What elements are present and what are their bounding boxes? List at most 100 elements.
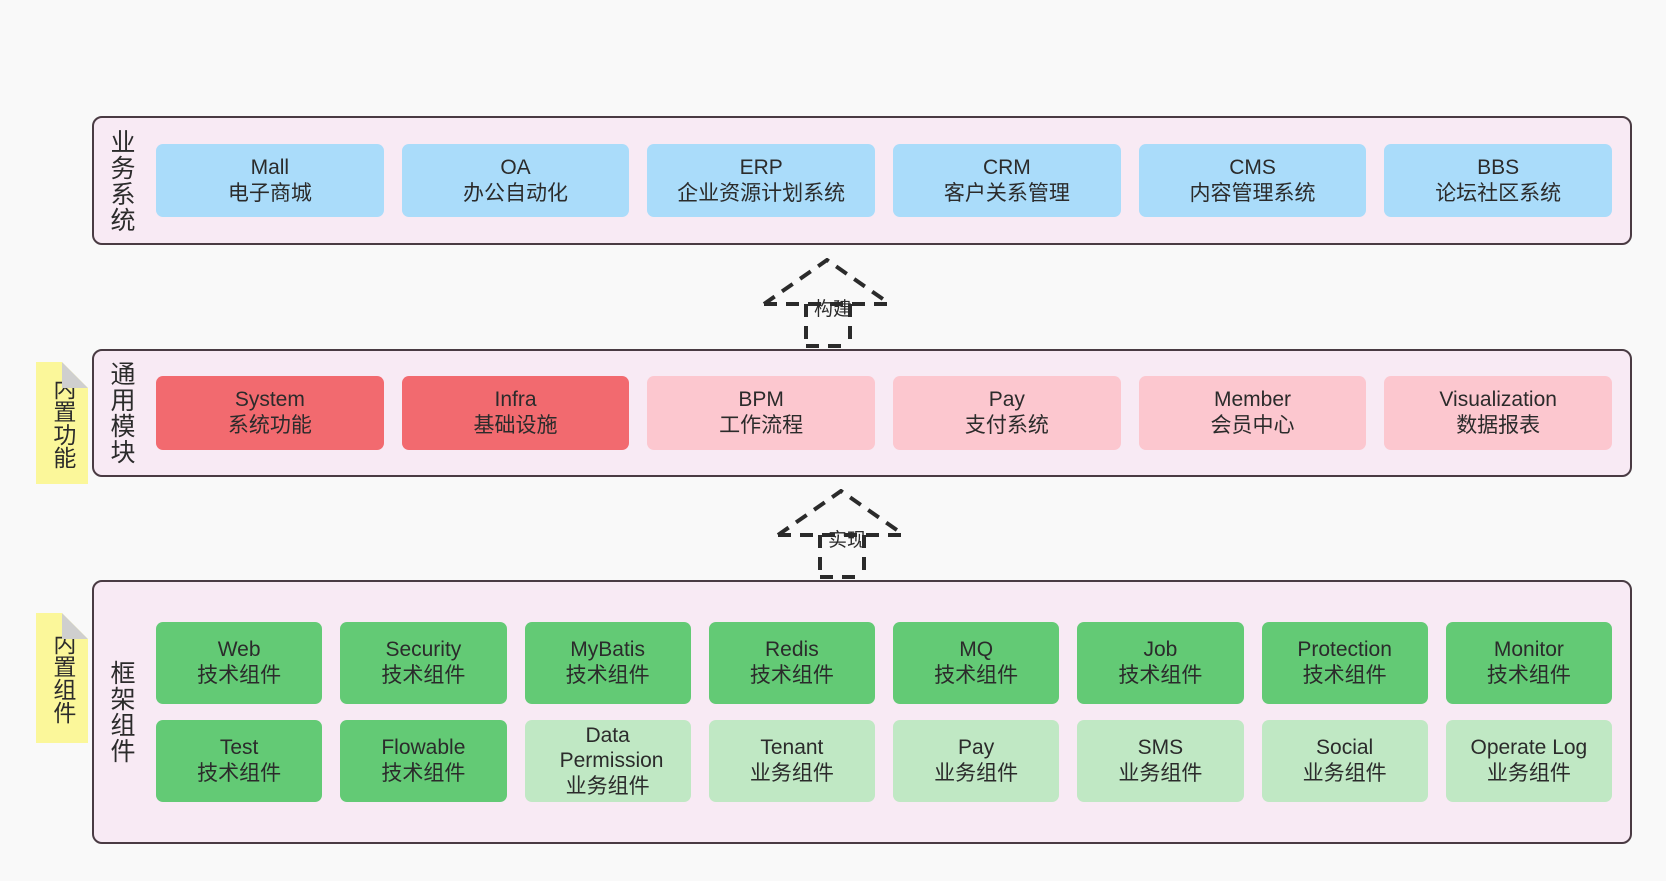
cell-operate-log[interactable]: Operate Log 业务组件: [1445, 720, 1612, 802]
cell-protection[interactable]: Protection 技术组件: [1261, 622, 1428, 704]
layer-body-framework-component: Web 技术组件 Security 技术组件 MyBatis 技术组件 Redi…: [148, 582, 1630, 842]
cell-title: System: [234, 388, 305, 412]
sticky-note-label: 内置组件: [49, 632, 76, 724]
cell-mq[interactable]: MQ 技术组件: [893, 622, 1060, 704]
cell-row: Test 技术组件 Flowable 技术组件 Data Permission …: [156, 720, 1612, 802]
layer-panel-common-module: 通用模块 System 系统功能 Infra 基础设施 BPM 工作流程 Pay…: [92, 349, 1632, 477]
cell-bpm[interactable]: BPM 工作流程: [647, 376, 876, 450]
cell-subtitle: 技术组件: [197, 762, 282, 785]
cell-subtitle: 系统功能: [227, 414, 312, 437]
cell-subtitle: 技术组件: [1302, 664, 1387, 687]
cell-title: CRM: [982, 155, 1031, 179]
cell-title: Pay: [988, 388, 1025, 412]
cell-subtitle: 内容管理系统: [1189, 181, 1316, 205]
cell-title: SMS: [1137, 736, 1184, 760]
cell-row: Web 技术组件 Security 技术组件 MyBatis 技术组件 Redi…: [156, 622, 1612, 704]
layer-title-business-system: 业务系统: [107, 128, 135, 233]
cell-subtitle: 业务组件: [1302, 762, 1387, 785]
cell-erp[interactable]: ERP 企业资源计划系统: [647, 144, 876, 217]
cell-title: Member: [1214, 388, 1292, 412]
layer-body-common-module: System 系统功能 Infra 基础设施 BPM 工作流程 Pay 支付系统…: [148, 351, 1630, 475]
cell-subtitle: 技术组件: [381, 762, 466, 785]
cell-subtitle: 技术组件: [1486, 664, 1571, 687]
cell-subtitle: 业务组件: [1118, 762, 1203, 785]
cell-subtitle: 业务组件: [749, 762, 834, 785]
cell-subtitle: 会员中心: [1210, 414, 1295, 437]
cell-title: MyBatis: [570, 638, 645, 662]
cell-visualization[interactable]: Visualization 数据报表: [1384, 376, 1613, 450]
connector-build: 构建: [758, 257, 908, 348]
cell-title: Tenant: [760, 736, 824, 760]
cell-flowable[interactable]: Flowable 技术组件: [340, 720, 507, 802]
cell-title: Mall: [250, 155, 290, 179]
cell-mybatis[interactable]: MyBatis 技术组件: [524, 622, 691, 704]
cell-cms[interactable]: CMS 内容管理系统: [1138, 144, 1367, 217]
cell-subtitle: 数据报表: [1456, 414, 1541, 437]
sticky-note-builtin-component: 内置组件: [36, 613, 88, 743]
cell-sms[interactable]: SMS 业务组件: [1077, 720, 1244, 802]
cell-title: Security: [385, 638, 462, 662]
generalization-arrow-icon: [762, 257, 892, 348]
cell-web[interactable]: Web 技术组件: [156, 622, 323, 704]
cell-tenant[interactable]: Tenant 业务组件: [708, 720, 875, 802]
cell-title: Protection: [1297, 638, 1392, 662]
cell-title: Web: [217, 638, 261, 662]
cell-subtitle: 技术组件: [1118, 664, 1203, 687]
cell-crm[interactable]: CRM 客户关系管理: [893, 144, 1121, 217]
cell-job[interactable]: Job 技术组件: [1077, 622, 1244, 704]
cell-subtitle: 电子商城: [227, 181, 312, 205]
cell-title: BPM: [738, 388, 784, 412]
cell-data-permission[interactable]: Data Permission 业务组件: [524, 720, 691, 802]
cell-row: Mall 电子商城 OA 办公自动化 ERP 企业资源计划系统 CRM 客户关系…: [156, 144, 1613, 217]
cell-pay-component[interactable]: Pay 业务组件: [893, 720, 1060, 802]
cell-subtitle: 工作流程: [719, 414, 804, 437]
cell-subtitle: 办公自动化: [463, 181, 568, 205]
cell-row: System 系统功能 Infra 基础设施 BPM 工作流程 Pay 支付系统…: [156, 376, 1613, 450]
cell-title: ERP: [739, 155, 783, 179]
cell-title: Social: [1316, 736, 1374, 760]
cell-subtitle: 技术组件: [934, 664, 1019, 687]
cell-subtitle: 业务组件: [934, 762, 1019, 785]
cell-title: Data Permission: [559, 723, 664, 773]
cell-subtitle: 客户关系管理: [943, 181, 1070, 205]
connector-implement: 实现: [772, 488, 922, 579]
cell-redis[interactable]: Redis 技术组件: [708, 622, 875, 704]
cell-mall[interactable]: Mall 电子商城: [156, 144, 384, 217]
cell-subtitle: 技术组件: [565, 664, 650, 687]
cell-title: Job: [1143, 638, 1178, 662]
cell-subtitle: 技术组件: [381, 664, 466, 687]
cell-title: Redis: [765, 638, 819, 662]
cell-social[interactable]: Social 业务组件: [1261, 720, 1428, 802]
cell-subtitle: 业务组件: [565, 774, 650, 798]
cell-title: OA: [500, 155, 531, 179]
cell-oa[interactable]: OA 办公自动化: [401, 144, 630, 217]
layer-panel-framework-component: 框架组件 Web 技术组件 Security 技术组件 MyBatis 技术组件…: [92, 580, 1632, 844]
sticky-note-label: 内置功能: [49, 377, 76, 469]
cell-title: Visualization: [1439, 388, 1557, 412]
layer-body-business-system: Mall 电子商城 OA 办公自动化 ERP 企业资源计划系统 CRM 客户关系…: [148, 118, 1630, 243]
cell-test[interactable]: Test 技术组件: [156, 720, 323, 802]
cell-monitor[interactable]: Monitor 技术组件: [1445, 622, 1612, 704]
cell-title: Flowable: [381, 736, 466, 760]
cell-security[interactable]: Security 技术组件: [340, 622, 507, 704]
cell-subtitle: 技术组件: [197, 664, 282, 687]
generalization-arrow-icon: [776, 488, 906, 579]
cell-subtitle: 技术组件: [749, 664, 834, 687]
cell-title: BBS: [1477, 155, 1520, 179]
cell-title: Test: [219, 736, 259, 760]
cell-subtitle: 支付系统: [964, 414, 1049, 437]
cell-infra[interactable]: Infra 基础设施: [401, 376, 630, 450]
connector-label-implement: 实现: [827, 530, 866, 551]
cell-title: MQ: [959, 638, 994, 662]
cell-bbs[interactable]: BBS 论坛社区系统: [1384, 144, 1613, 217]
cell-title: Pay: [958, 736, 995, 760]
cell-system[interactable]: System 系统功能: [156, 376, 384, 450]
cell-member[interactable]: Member 会员中心: [1138, 376, 1367, 450]
layer-panel-business-system: 业务系统 Mall 电子商城 OA 办公自动化 ERP 企业资源计划系统 CRM…: [92, 116, 1632, 245]
cell-title: Operate Log: [1470, 736, 1588, 760]
cell-title: Monitor: [1493, 638, 1564, 662]
layer-title-common-module: 通用模块: [107, 361, 135, 465]
cell-pay-module[interactable]: Pay 支付系统: [893, 376, 1121, 450]
cell-subtitle: 论坛社区系统: [1435, 181, 1562, 205]
